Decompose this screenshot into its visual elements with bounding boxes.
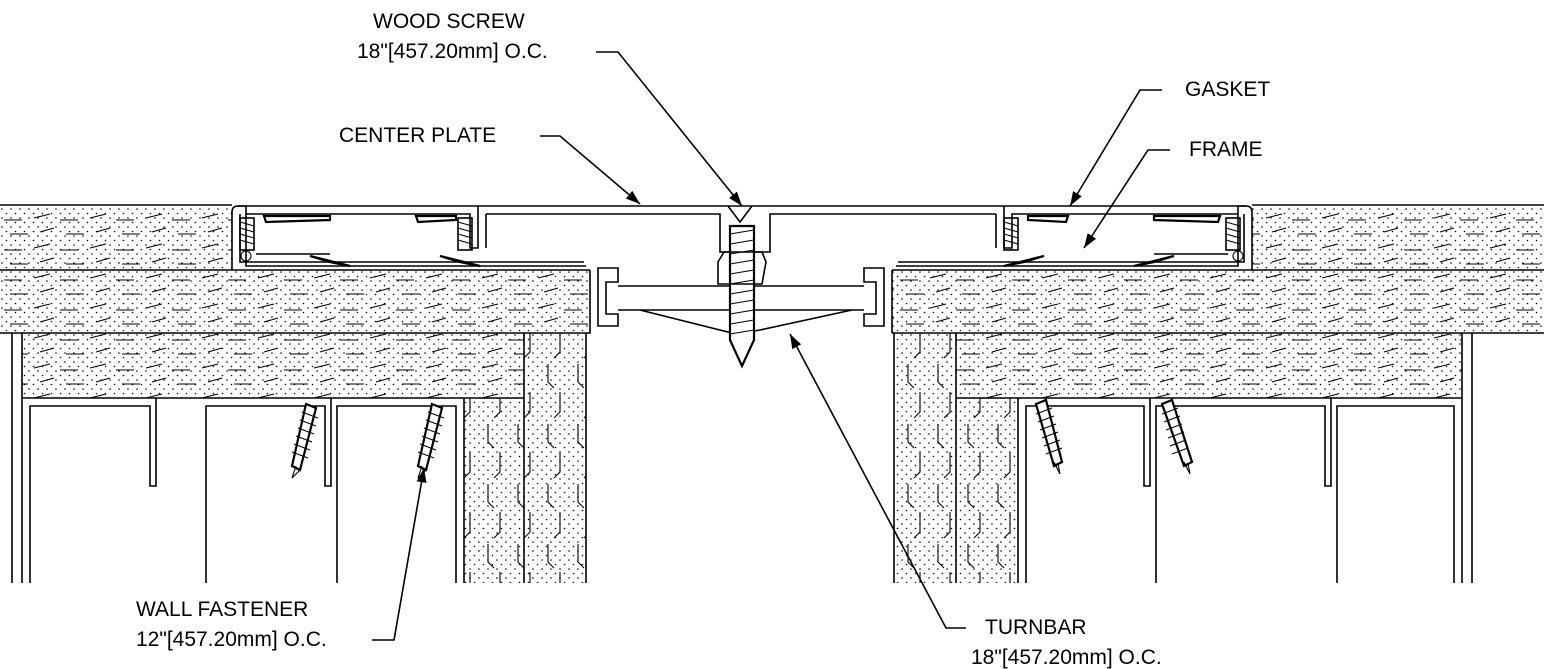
left-gasket-1 (239, 217, 255, 251)
label-frame-text: FRAME (1189, 138, 1263, 161)
label-center-plate-text: CENTER PLATE (339, 124, 496, 147)
label-gasket: GASKET (1069, 78, 1270, 207)
right-gasket-1 (1003, 217, 1019, 251)
wood-screw (717, 224, 767, 369)
label-wall-fastener-line2: 12"[457.20mm] O.C. (136, 628, 327, 651)
right-frame (896, 205, 1253, 270)
left-gasket-2 (457, 217, 473, 251)
left-frame (231, 205, 586, 270)
label-wall-fastener-line1: WALL FASTENER (136, 598, 308, 621)
label-center-plate: CENTER PLATE (339, 124, 641, 205)
label-gasket-text: GASKET (1185, 78, 1270, 101)
left-wall-assembly (0, 204, 591, 583)
label-turnbar: TURNBAR 18"[457.20mm] O.C. (789, 333, 1162, 669)
right-gasket-2 (1225, 217, 1241, 251)
label-turnbar-line1: TURNBAR (985, 616, 1087, 639)
wall-fastener-right-2 (1160, 398, 1194, 475)
label-wood-screw: WOOD SCREW 18"[457.20mm] O.C. (357, 10, 743, 207)
label-frame: FRAME (1083, 138, 1263, 249)
wall-fastener-right-1 (1034, 398, 1064, 475)
label-wall-fastener: WALL FASTENER 12"[457.20mm] O.C. (136, 467, 427, 651)
wall-fastener-left-1 (290, 402, 319, 479)
label-turnbar-line2: 18"[457.20mm] O.C. (971, 646, 1162, 669)
wall-fastener-left-2 (416, 402, 445, 479)
right-wall-assembly (891, 204, 1544, 583)
label-wood-screw-line1: WOOD SCREW (373, 10, 525, 33)
label-wood-screw-line2: 18"[457.20mm] O.C. (357, 40, 548, 63)
